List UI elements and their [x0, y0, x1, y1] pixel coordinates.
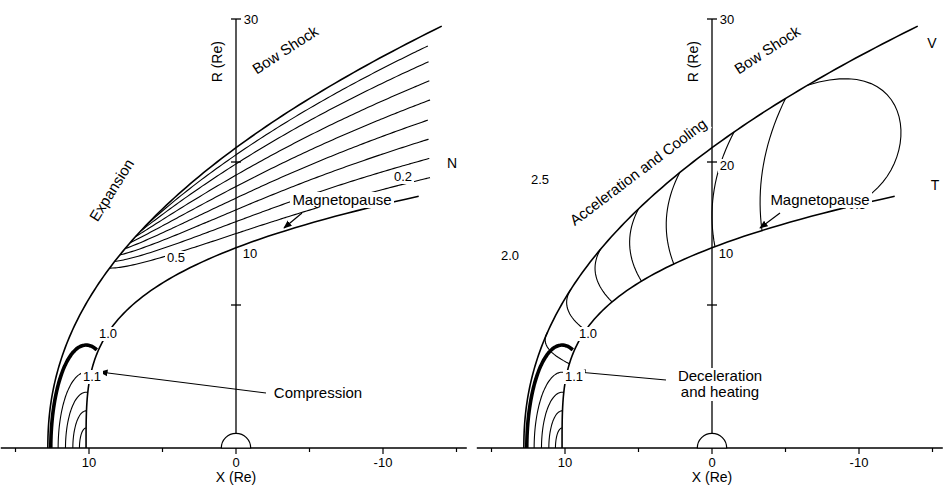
density-contour: [115, 158, 430, 261]
velocity-contour: [808, 79, 901, 208]
boundary-label: Magnetopause: [768, 192, 871, 209]
velocity-contour: [595, 250, 612, 302]
axis-tick: [162, 448, 163, 452]
contour-value: 0.2: [392, 170, 414, 184]
process-label: Deceleration and heating: [666, 368, 774, 401]
contour-line: [555, 428, 562, 448]
unit-contour: [527, 345, 573, 448]
axis-tick: [932, 448, 933, 452]
axis-title: R (Re): [210, 39, 225, 84]
contour-value: 2.5: [529, 173, 551, 187]
region-label: Bow Shock: [248, 22, 323, 79]
axis-number: 10: [80, 456, 98, 470]
axis-number: 30: [718, 13, 736, 27]
axis-tick: [491, 448, 492, 452]
axis-number: -10: [372, 456, 395, 470]
contour-line: [549, 411, 563, 448]
axis-tick: [711, 448, 712, 454]
region-label: Expansion: [85, 154, 138, 226]
axis-tick: [231, 304, 241, 305]
leader-line: [760, 213, 780, 228]
axis-tick: [88, 448, 89, 454]
unit-contour: [51, 345, 97, 448]
velocity-contour: [712, 132, 734, 247]
velocity-contour: [630, 209, 642, 281]
velocity-panel: [477, 19, 943, 454]
axis-tick: [235, 448, 236, 454]
contour-line: [73, 411, 87, 448]
axis-tick: [564, 448, 565, 454]
density-contour: [135, 81, 429, 237]
contour-value: 1.0: [97, 327, 119, 341]
density-contour: [140, 62, 428, 232]
region-label: Bow Shock: [730, 22, 805, 79]
contour-line: [79, 428, 86, 448]
contour-line: [65, 392, 87, 448]
leader-line: [284, 213, 302, 228]
axis-tick: [231, 18, 241, 19]
axis-tick: [15, 448, 16, 452]
leader-line: [578, 372, 666, 380]
axis-number: 0: [230, 456, 241, 470]
velocity-contour: [666, 173, 679, 264]
quantity-letter: N: [445, 156, 459, 171]
process-label: Acceleration and Cooling: [565, 114, 711, 230]
axis-tick: [456, 448, 457, 452]
velocity-contour: [545, 333, 569, 364]
density-contour: [120, 139, 429, 255]
contour-value: 2.0: [499, 249, 521, 263]
axis-tick: [707, 161, 717, 162]
axis-tick: [858, 448, 859, 454]
leader-line: [100, 372, 266, 393]
process-label: Compression: [272, 385, 364, 402]
axis-number: 0: [706, 456, 717, 470]
density-panel: [1, 19, 467, 454]
axis-tick: [785, 448, 786, 452]
magnetopause: [562, 196, 895, 448]
earth: [221, 433, 250, 448]
density-contour: [130, 100, 430, 243]
contour-value: 1.1: [563, 370, 585, 384]
quantity-letter: V: [925, 36, 938, 51]
leader-lines: [100, 213, 780, 393]
axis-tick: [309, 448, 310, 452]
density-contour: [146, 46, 428, 226]
contour-value: 1.0: [577, 327, 599, 341]
contour-value: 1.1: [81, 370, 103, 384]
contour-value: 0.5: [165, 251, 187, 265]
earth: [697, 433, 726, 448]
axis-number: 10: [241, 247, 259, 261]
axis-title: X (Re): [214, 470, 258, 485]
axis-tick: [707, 18, 717, 19]
axis-number: 30: [242, 13, 260, 27]
axis-tick: [382, 448, 383, 454]
axis-title: X (Re): [690, 470, 734, 485]
axis-number: -10: [848, 456, 871, 470]
axis-tick: [707, 304, 717, 305]
axis-number: 20: [718, 159, 736, 173]
quantity-letter: T: [929, 178, 942, 193]
contour-line: [541, 392, 563, 448]
axis-tick: [638, 448, 639, 452]
boundary-label: Magnetopause: [290, 192, 393, 209]
axis-number: 10: [556, 456, 574, 470]
bow-shock: [48, 26, 442, 448]
axis-title: R (Re): [686, 39, 701, 84]
contour-line: [534, 372, 566, 448]
bow-shock: [524, 26, 918, 448]
velocity-contour: [760, 99, 785, 231]
magnetopause: [86, 196, 419, 448]
velocity-contour: [567, 289, 586, 330]
axis-number: 10: [717, 247, 735, 261]
